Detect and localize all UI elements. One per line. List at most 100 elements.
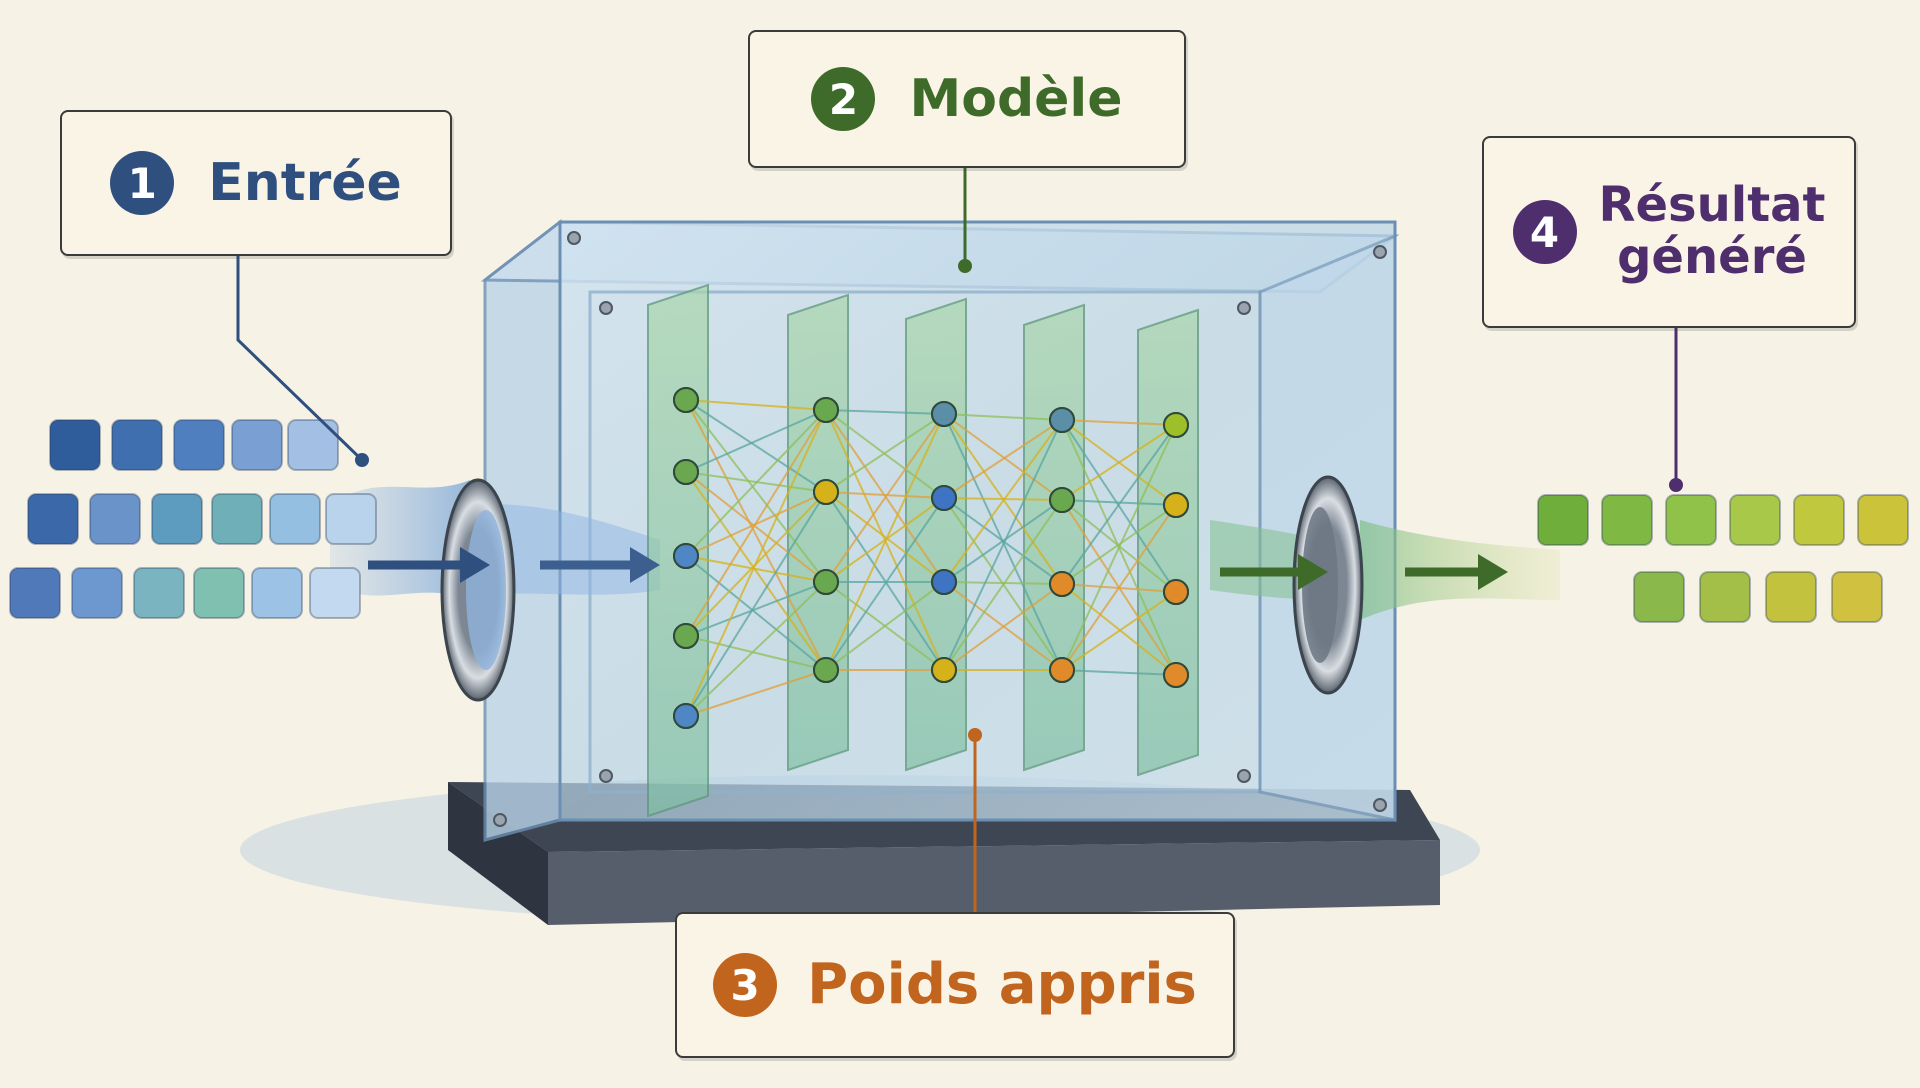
- token-tile: [231, 419, 283, 471]
- neuron: [813, 569, 839, 595]
- neuron: [813, 657, 839, 683]
- callout-poids-appris: 3 Poids appris: [675, 912, 1235, 1058]
- token-tile: [211, 493, 263, 545]
- input-port: [440, 478, 516, 702]
- neuron: [1049, 571, 1075, 597]
- connection: [943, 419, 1063, 499]
- connection: [685, 409, 827, 637]
- connection: [1061, 669, 1177, 676]
- neuron: [1049, 657, 1075, 683]
- connection: [825, 413, 945, 583]
- neuron: [1049, 407, 1075, 433]
- token-tile: [1857, 494, 1909, 546]
- leader-modele: [958, 168, 972, 273]
- badge-4: 4: [1512, 200, 1577, 264]
- label-entree: Entrée: [208, 152, 402, 213]
- layer-panel-2: [787, 293, 849, 772]
- token-tile: [1729, 494, 1781, 546]
- token-tile: [309, 567, 361, 619]
- bolts: [493, 231, 1387, 827]
- token-tile: [1633, 571, 1685, 623]
- connection: [685, 491, 827, 717]
- token-tile: [1537, 494, 1589, 546]
- neuron: [1163, 412, 1189, 438]
- connection: [685, 581, 827, 637]
- arrow-input-outer: [368, 547, 490, 583]
- token-tile: [1765, 571, 1817, 623]
- layer-panel-3: [905, 297, 967, 772]
- token-tile: [71, 567, 123, 619]
- connection: [943, 419, 1063, 583]
- output-port: [1292, 475, 1364, 695]
- token-tile: [89, 493, 141, 545]
- token-tile: [325, 493, 377, 545]
- token-tile: [1699, 571, 1751, 623]
- connection: [685, 471, 827, 583]
- connection: [685, 409, 827, 557]
- connection: [825, 491, 945, 499]
- connection: [825, 409, 945, 415]
- connection: [1061, 583, 1177, 676]
- neural-network: [647, 283, 1199, 818]
- connection: [685, 669, 827, 717]
- connection: [685, 399, 827, 671]
- token-tile: [111, 419, 163, 471]
- connection: [685, 409, 827, 473]
- connection: [1061, 424, 1177, 671]
- connection: [943, 419, 1063, 671]
- neuron: [673, 703, 699, 729]
- connection: [685, 555, 827, 671]
- network-connections: [685, 399, 1177, 717]
- connection: [685, 399, 827, 411]
- arrow-output-inner: [1220, 554, 1328, 590]
- neuron: [931, 657, 957, 683]
- connection: [1061, 424, 1177, 501]
- neuron: [1163, 579, 1189, 605]
- input-tokens: [9, 419, 377, 619]
- connection: [943, 413, 1063, 501]
- connection: [825, 581, 945, 671]
- connection: [685, 409, 827, 717]
- connection: [943, 499, 1063, 583]
- connection: [685, 399, 827, 493]
- token-tile: [1601, 494, 1653, 546]
- token-tile: [287, 419, 339, 471]
- flow-arrows: [368, 547, 1508, 590]
- neuron: [931, 569, 957, 595]
- connection: [943, 583, 1063, 671]
- arrow-output-outer: [1405, 554, 1508, 590]
- neuron: [673, 459, 699, 485]
- token-tile: [1665, 494, 1717, 546]
- connection: [943, 413, 1063, 421]
- neuron: [673, 387, 699, 413]
- connection: [825, 413, 945, 493]
- callout-modele: 2 Modèle: [748, 30, 1186, 168]
- token-tile: [173, 419, 225, 471]
- neuron: [1163, 662, 1189, 688]
- connection: [685, 399, 827, 583]
- token-tile: [49, 419, 101, 471]
- token-tile: [1793, 494, 1845, 546]
- neuron: [673, 543, 699, 569]
- leader-lines: [236, 168, 1683, 912]
- connection: [1061, 424, 1177, 585]
- leader-entree: [236, 256, 369, 467]
- label-resultat-line2: généré: [1617, 229, 1807, 285]
- layer-panel-5: [1137, 308, 1199, 777]
- connection: [685, 581, 827, 717]
- connection: [825, 491, 945, 583]
- leader-resultat: [1669, 328, 1683, 492]
- neuron: [931, 401, 957, 427]
- connection: [943, 499, 1063, 671]
- leader-poids: [968, 728, 982, 912]
- token-tile: [133, 567, 185, 619]
- layer-glass: [1137, 308, 1199, 777]
- neuron: [813, 479, 839, 505]
- connection: [943, 581, 1063, 585]
- token-tile: [1831, 571, 1883, 623]
- neuron: [1049, 487, 1075, 513]
- token-tile: [9, 567, 61, 619]
- badge-3: 3: [713, 953, 778, 1017]
- token-tile: [251, 567, 303, 619]
